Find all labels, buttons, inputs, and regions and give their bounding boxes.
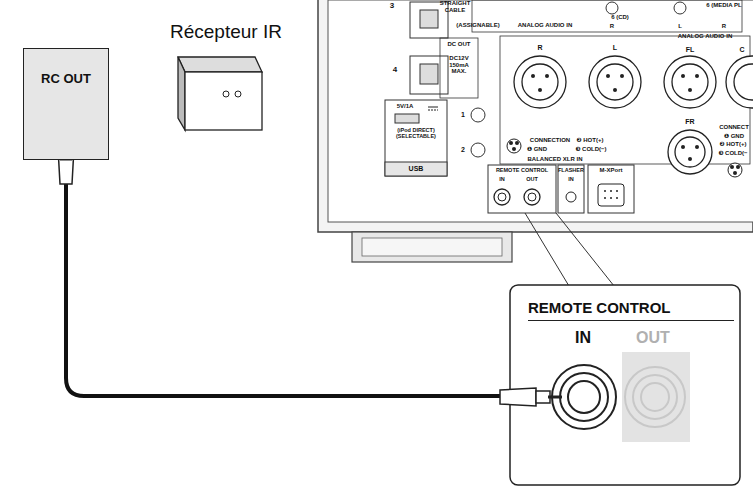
panel-label: 3 [390,2,394,11]
panel-label: ANALOG AUDIO IN [518,22,572,29]
panel-label: BALANCED XLR IN [528,156,583,163]
node-box: IN [547,324,619,468]
node-box: REMOTE CONTROL INOUT [510,285,740,485]
panel-label: 4 [393,66,397,75]
panel-label: 2 [461,146,465,154]
node-box: OUT [617,324,689,468]
panel-label: 1 [461,111,465,119]
panel-label: STRAIGHT CABLE [435,0,475,13]
panel-label: 6 (MEDIA PL [706,2,741,9]
panel-label: FL [686,46,695,54]
panel-label: FR [685,118,694,126]
panel-label: USB [409,165,424,173]
panel-label: ❶ GND [527,146,547,153]
panel-label: ANALOG AUDIO IN [678,33,732,40]
panel-label: DC OUT [448,41,471,48]
panel-label: R [722,23,726,30]
panel-label: FLASHER [558,167,584,173]
panel-label: (ASSIGNABLE) [456,22,499,29]
panel-label: REMOTE CONTROL [496,167,548,173]
panel-label: OUT [526,176,538,182]
panel-label: L [613,44,617,52]
panel-label: 5V/1A [397,103,414,110]
panel-label: CONNECT [719,124,749,131]
device-label: Récepteur IR [170,22,282,43]
panel-label: M-XPort [600,167,623,174]
panel-label: (iPod DIRECT) (SELECTABLE) [387,127,445,139]
panel-label: ❶ GND [724,133,744,140]
panel-label: DC12V 150mA MAX. [442,55,476,75]
panel-label: ❸ COLD(−) [575,146,606,153]
panel-label: CONNECTION [530,137,570,144]
panel-label: R [537,44,542,52]
panel-label: ❸ COLD(− [718,150,747,157]
panel-label: IN [568,176,574,182]
node-text: RC OUT [28,71,104,87]
panel-label: ❷ HOT(+) [720,141,747,148]
node-text: OUT [619,328,687,347]
panel-label: ❷ HOT(+) [577,137,604,144]
panel-label: C [739,46,744,54]
panel-label: IN [499,176,505,182]
node-text: IN [549,328,617,347]
panel-label: L [678,23,682,30]
node-box: RC OUT [23,48,109,160]
panel-label: R [610,23,614,30]
rca-cable [66,160,547,396]
node-text: REMOTE CONTROL [528,299,734,321]
panel-label: 6 (CD) [611,14,629,21]
